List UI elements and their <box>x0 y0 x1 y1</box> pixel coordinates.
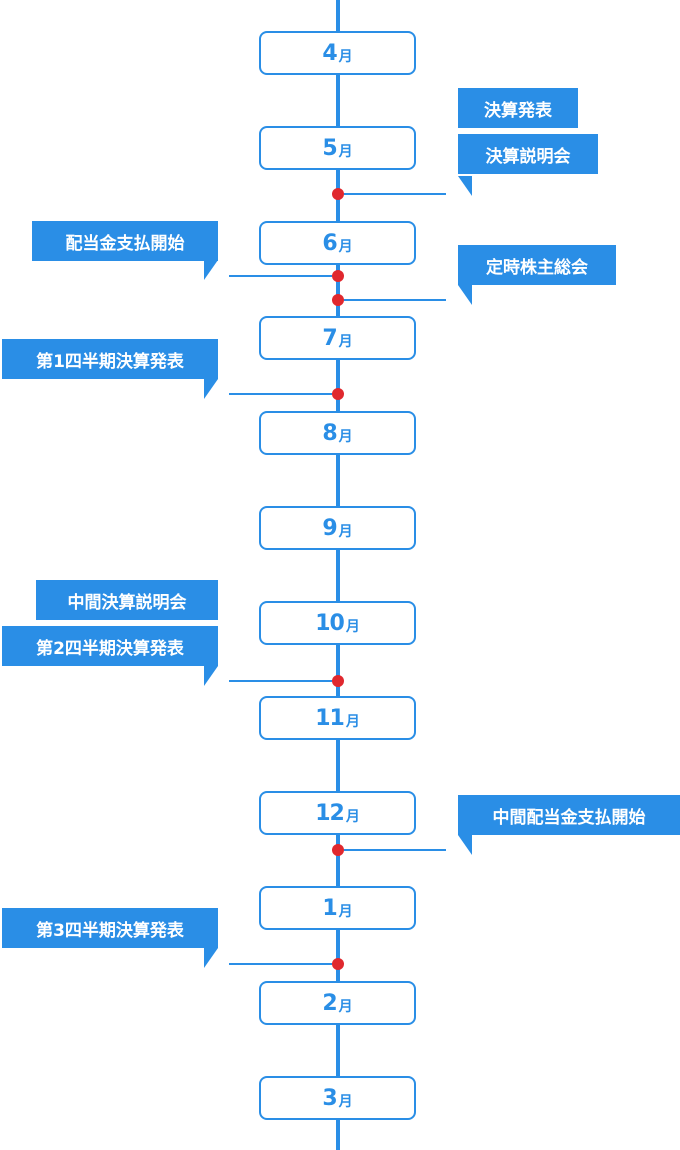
timeline-axis <box>336 0 340 1150</box>
event-marker-dot <box>332 844 344 856</box>
month-unit: 月 <box>338 143 353 160</box>
month-number: 6 <box>322 230 337 256</box>
event-label: 第1四半期決算発表 <box>2 339 218 379</box>
month-unit: 月 <box>338 1093 353 1110</box>
event-label: 決算発表 <box>458 88 578 128</box>
month-number: 11 <box>315 705 345 731</box>
month-unit: 月 <box>338 998 353 1015</box>
event-label: 中間配当金支払開始 <box>458 795 680 835</box>
callout-tail <box>458 285 472 305</box>
callout-tail <box>458 835 472 855</box>
callout-tail <box>204 948 218 968</box>
callout-tail <box>204 260 218 280</box>
month-unit: 月 <box>338 903 353 920</box>
event-label: 配当金支払開始 <box>32 221 218 261</box>
month-unit: 月 <box>345 713 360 730</box>
month-number: 3 <box>322 1085 337 1111</box>
event-connector-line <box>344 299 446 301</box>
event-marker-dot <box>332 388 344 400</box>
month-number: 10 <box>315 610 345 636</box>
month-number: 2 <box>322 990 337 1016</box>
month-number: 8 <box>322 420 337 446</box>
event-connector-line <box>229 680 332 682</box>
month-number: 12 <box>315 800 345 826</box>
month-unit: 月 <box>338 238 353 255</box>
event-connector-line <box>229 393 332 395</box>
month-unit: 月 <box>338 48 353 65</box>
event-label: 第3四半期決算発表 <box>2 908 218 948</box>
event-label: 第2四半期決算発表 <box>2 626 218 666</box>
event-connector-line <box>344 193 446 195</box>
month-number: 9 <box>322 515 337 541</box>
callout-tail <box>204 666 218 686</box>
month-unit: 月 <box>345 618 360 635</box>
event-marker-dot <box>332 294 344 306</box>
event-label: 定時株主総会 <box>458 245 616 285</box>
event-marker-dot <box>332 675 344 687</box>
event-connector-line <box>229 963 332 965</box>
event-label: 決算説明会 <box>458 134 598 174</box>
event-marker-dot <box>332 188 344 200</box>
event-marker-dot <box>332 270 344 282</box>
month-number: 5 <box>322 135 337 161</box>
event-marker-dot <box>332 958 344 970</box>
month-unit: 月 <box>338 523 353 540</box>
event-connector-line <box>344 849 446 851</box>
month-number: 7 <box>322 325 337 351</box>
month-unit: 月 <box>338 428 353 445</box>
month-unit: 月 <box>338 333 353 350</box>
event-label: 中間決算説明会 <box>36 580 218 620</box>
event-connector-line <box>229 275 332 277</box>
callout-tail <box>458 176 472 196</box>
month-unit: 月 <box>345 808 360 825</box>
month-number: 4 <box>322 40 337 66</box>
month-number: 1 <box>322 895 337 921</box>
callout-tail <box>204 379 218 399</box>
